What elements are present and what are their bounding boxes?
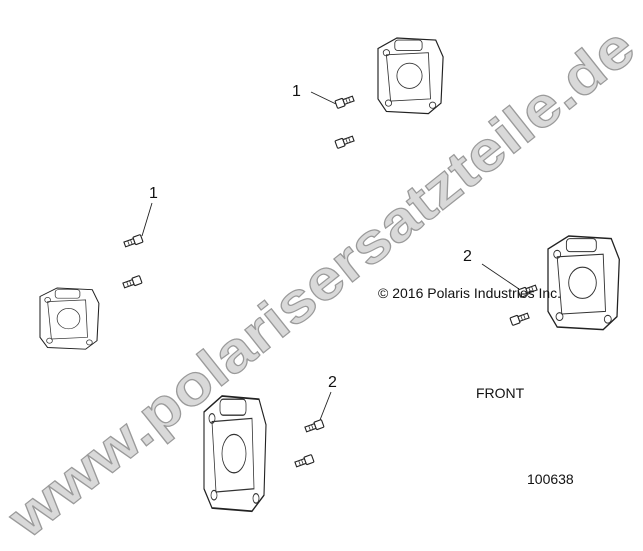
callout-1-left: 1 <box>149 185 158 202</box>
caliper-top <box>377 37 444 115</box>
callout-2-right: 2 <box>463 248 472 265</box>
callout-2-bottom: 2 <box>328 374 337 391</box>
caliper-right <box>547 235 621 331</box>
front-label: FRONT <box>476 385 525 401</box>
copyright-text: © 2016 Polaris Industries Inc. <box>378 285 561 301</box>
leader-line <box>481 263 520 290</box>
bolt-icon <box>121 274 143 290</box>
bolt-icon <box>122 233 144 249</box>
leader-line <box>310 91 337 105</box>
watermark: www.polarisersatzteile.de <box>0 15 643 551</box>
callout-1-top: 1 <box>292 83 301 100</box>
diagram-number: 100638 <box>527 471 574 487</box>
bolt-icon <box>303 418 325 434</box>
bolt-icon <box>293 453 315 469</box>
bolt-icon <box>509 311 531 327</box>
caliper-bottom <box>203 395 267 513</box>
bolt-icon <box>334 134 356 150</box>
caliper-left <box>39 287 100 350</box>
bolt-icon <box>334 94 356 110</box>
leader-line <box>141 202 153 237</box>
leader-line <box>319 391 332 421</box>
